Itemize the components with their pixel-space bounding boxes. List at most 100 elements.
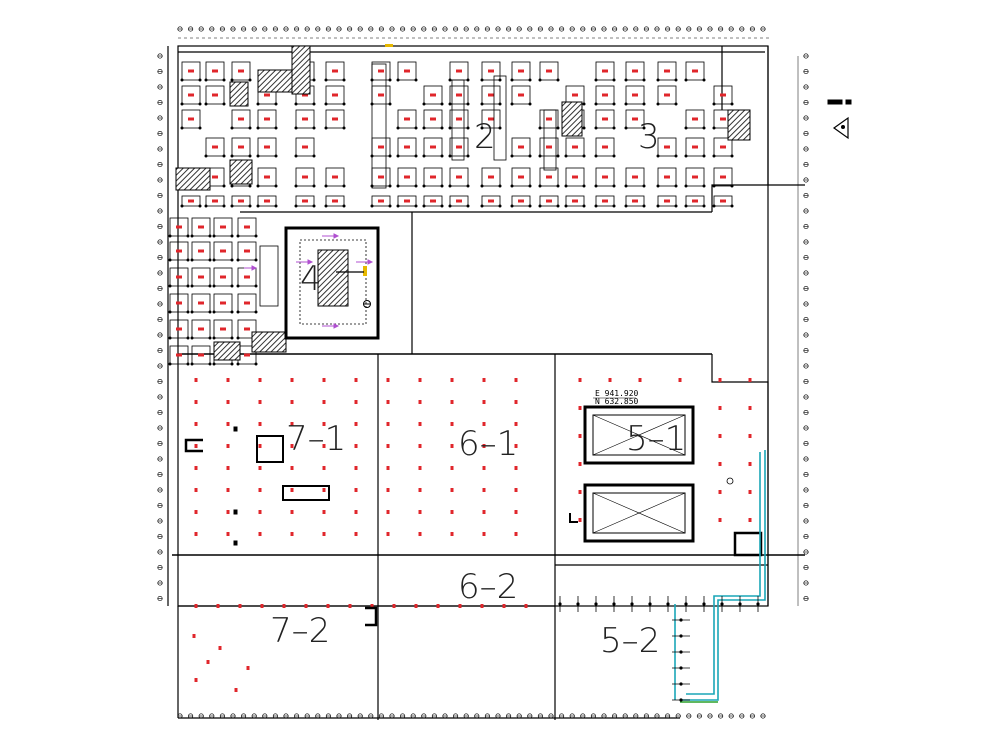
parking-bay (237, 319, 257, 339)
grid-bubble (357, 26, 363, 32)
column-marker (514, 444, 518, 448)
grid-bubble (157, 487, 163, 493)
grid-bubble (389, 26, 395, 32)
grid-bubble (157, 177, 163, 183)
parking-bay (213, 319, 233, 339)
column-marker (514, 378, 518, 382)
column-marker (290, 488, 294, 492)
grid-bubble (325, 26, 331, 32)
parking-bay (449, 85, 469, 105)
grid-bubble (157, 363, 163, 369)
parking-bay (685, 195, 705, 207)
zone-label-7-2: 7–2 (270, 611, 330, 651)
parking-bay (181, 195, 201, 207)
grid-bubble (803, 53, 809, 59)
column-marker (482, 400, 486, 404)
parking-bay (237, 293, 257, 313)
grid-bubble (241, 26, 247, 32)
grid-bubble (400, 26, 406, 32)
column-marker (450, 488, 454, 492)
grid-bubble (495, 26, 501, 32)
grid-bubble (157, 564, 163, 571)
grid-bubble (718, 26, 724, 32)
parking-bay (295, 137, 315, 157)
parking-bay (191, 217, 211, 237)
parking-bay (325, 109, 345, 129)
grid-bubble (157, 146, 163, 152)
parking-bay (423, 195, 443, 207)
parking-bay (397, 109, 417, 129)
parking-bay (657, 137, 677, 157)
grid-bubble (803, 394, 809, 400)
parking-bay (423, 137, 443, 157)
column-marker (194, 400, 198, 404)
parking-bay (191, 345, 211, 365)
column-marker (226, 378, 230, 382)
column-marker (226, 532, 230, 536)
column-marker (194, 488, 198, 492)
parking-bay (423, 167, 443, 187)
column-marker (436, 604, 440, 608)
parking-bay (231, 109, 251, 129)
column-marker (514, 510, 518, 514)
grid-bubble (803, 177, 809, 183)
column-marker (354, 378, 358, 382)
grid-bubble (803, 270, 809, 276)
zone-label-6-1: 6–1 (458, 424, 518, 464)
grid-bubble (548, 26, 554, 32)
parking-bay (295, 195, 315, 207)
column-marker (514, 488, 518, 492)
parking-bay (449, 137, 469, 157)
column-marker (450, 400, 454, 404)
grid-bubble (803, 456, 809, 462)
parking-bay (481, 167, 501, 187)
grid-bubble (803, 378, 809, 385)
parking-bay (685, 61, 705, 81)
grid-bubble (157, 347, 163, 354)
grid-bubble (696, 713, 702, 719)
parking-bay (625, 85, 645, 105)
column-marker (194, 378, 198, 382)
parking-bay (181, 109, 201, 129)
drive-aisle (259, 245, 279, 307)
grid-bubble (569, 26, 575, 32)
grid-bubble (803, 68, 809, 75)
column-marker (290, 378, 294, 382)
column-marker (282, 604, 286, 608)
column-marker (718, 406, 722, 410)
column-marker (226, 422, 230, 426)
column-marker (238, 604, 242, 608)
column-marker (194, 678, 198, 682)
zone-5-2-parking (558, 596, 760, 702)
parking-bay (685, 167, 705, 187)
parking-bay (213, 241, 233, 261)
column-marker (482, 422, 486, 426)
grid-bubble (157, 254, 163, 261)
parking-bay (625, 167, 645, 187)
grid-bubble (506, 26, 512, 32)
grid-bubble (760, 713, 766, 719)
grid-bubble (421, 26, 427, 32)
parking-bay (231, 61, 251, 81)
parking-bay (595, 85, 615, 105)
grid-bubble (157, 301, 163, 307)
parking-bay (397, 167, 417, 187)
grid-bubble (431, 26, 437, 32)
parking-bay (295, 167, 315, 187)
parking-bay (257, 137, 277, 157)
grid-bubble (739, 26, 745, 32)
grid-bubble (272, 26, 278, 32)
column-marker (386, 488, 390, 492)
grid-bubble (749, 713, 755, 719)
north-arrow-icon (827, 99, 852, 140)
grid-bubble (294, 26, 300, 32)
column-marker (322, 510, 326, 514)
column-marker (482, 488, 486, 492)
column-marker (748, 406, 752, 410)
column-marker (322, 422, 326, 426)
column-marker (718, 518, 722, 522)
grid-bubble (696, 26, 702, 32)
column-marker (450, 532, 454, 536)
grid-bubble (707, 26, 713, 32)
parking-bay (565, 167, 585, 187)
